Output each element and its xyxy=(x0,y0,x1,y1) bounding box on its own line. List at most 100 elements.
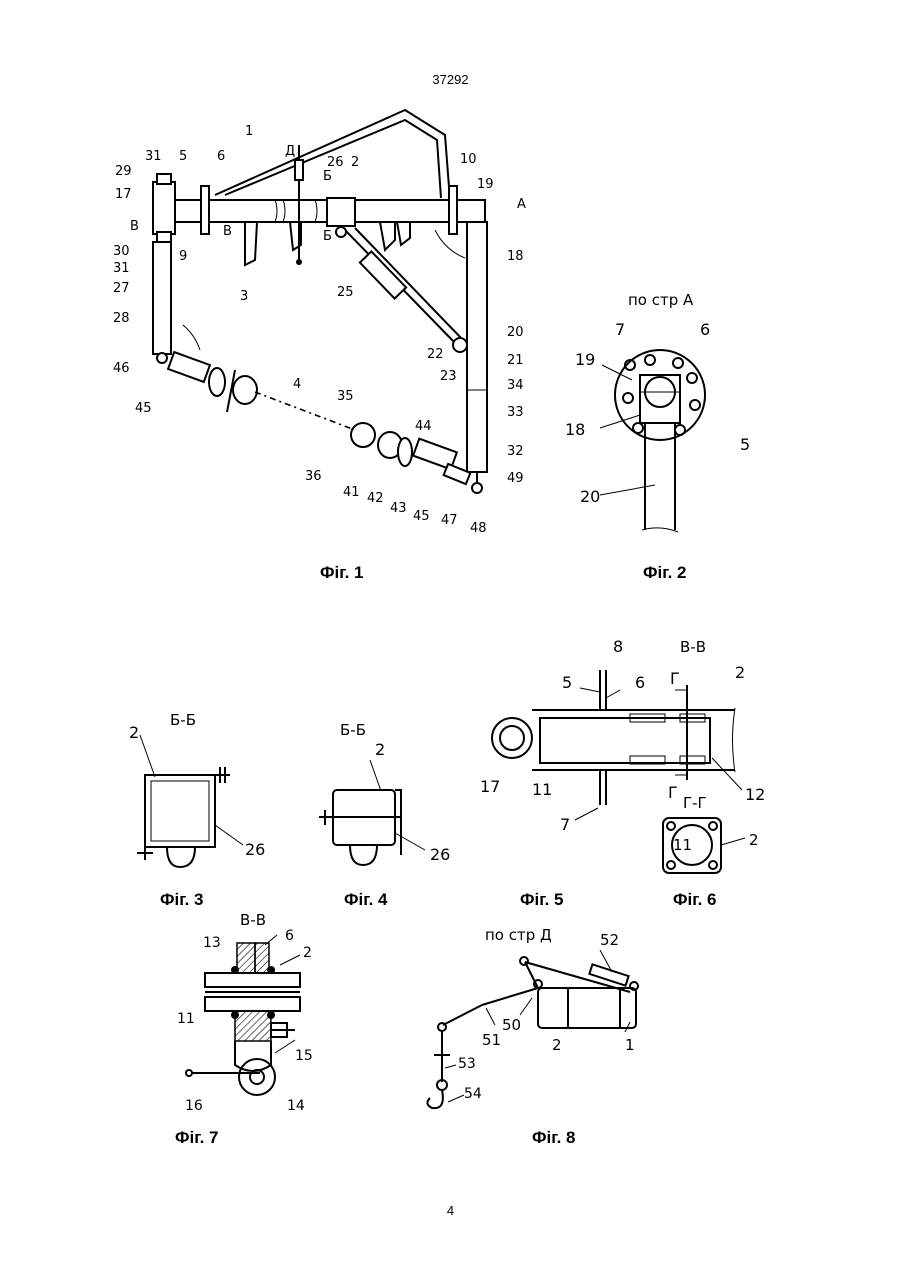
fig2-label-19: 19 xyxy=(575,350,595,369)
figure-6-caption: Фіг. 6 xyxy=(673,890,717,910)
figure-8-drawing: по стр Д 52 50 51 2 1 53 54 xyxy=(420,920,660,1125)
fig4-label-26: 26 xyxy=(430,845,450,864)
fig1-label-B1: Б xyxy=(323,169,332,184)
fig4-section-label: Б-Б xyxy=(340,721,366,739)
fig1-label-33: 33 xyxy=(507,405,524,420)
fig3-label-2: 2 xyxy=(129,723,139,742)
fig8-label-52: 52 xyxy=(600,931,619,949)
fig5-label-2: 2 xyxy=(735,663,745,682)
fig1-label-45b: 45 xyxy=(413,509,430,524)
fig5-label-11: 11 xyxy=(532,780,552,799)
fig2-label-7: 7 xyxy=(615,320,625,339)
fig1-label-41: 41 xyxy=(343,485,360,500)
fig1-label-43: 43 xyxy=(390,501,407,516)
fig7-label-14: 14 xyxy=(287,1098,305,1114)
fig3-section-label: Б-Б xyxy=(170,711,196,729)
fig5-label-7: 7 xyxy=(560,815,570,834)
fig1-label-1: 1 xyxy=(245,124,253,139)
fig5-label-8: 8 xyxy=(613,637,623,656)
fig2-view-label: по стр А xyxy=(628,291,694,309)
figure-4-caption: Фіг. 4 xyxy=(344,890,388,910)
fig1-label-3: 3 xyxy=(240,289,248,304)
fig1-label-29: 29 xyxy=(115,164,132,179)
figure-3-drawing: Б-Б 2 26 xyxy=(115,705,295,885)
fig1-label-A: А xyxy=(517,197,526,212)
figure-2-caption: Фіг. 2 xyxy=(643,563,687,583)
fig1-label-36: 36 xyxy=(305,469,322,484)
fig1-label-27: 27 xyxy=(113,281,130,296)
fig6-section-label: Г-Г xyxy=(683,794,707,812)
fig1-label-10: 10 xyxy=(460,152,477,167)
fig1-label-B2: Б xyxy=(323,229,332,244)
fig1-label-20: 20 xyxy=(507,325,524,340)
fig1-label-17: 17 xyxy=(115,187,132,202)
fig1-label-46: 46 xyxy=(113,361,130,376)
fig1-label-31a: 31 xyxy=(145,149,162,164)
fig1-label-47: 47 xyxy=(441,513,458,528)
fig5-label-17: 17 xyxy=(480,777,500,796)
patent-number-header: 37292 xyxy=(0,72,901,87)
fig7-label-13: 13 xyxy=(203,935,221,951)
fig1-label-18: 18 xyxy=(507,249,524,264)
fig8-label-53: 53 xyxy=(458,1056,476,1072)
fig5-label-5: 5 xyxy=(562,673,572,692)
figure-6-drawing: Г-Г 11 2 xyxy=(645,790,765,885)
fig8-view-label: по стр Д xyxy=(485,926,552,944)
fig1-label-22: 22 xyxy=(427,347,444,362)
fig2-label-5: 5 xyxy=(740,435,750,454)
fig7-label-2: 2 xyxy=(303,945,312,961)
fig4-label-2: 2 xyxy=(375,740,385,759)
fig8-label-51: 51 xyxy=(482,1031,501,1049)
fig1-label-44: 44 xyxy=(415,419,432,434)
fig1-label-28: 28 xyxy=(113,311,130,326)
fig1-label-32: 32 xyxy=(507,444,524,459)
fig8-label-1: 1 xyxy=(625,1036,635,1054)
fig6-label-11: 11 xyxy=(673,836,692,854)
fig2-label-20: 20 xyxy=(580,487,600,506)
fig7-section-label: В-В xyxy=(240,911,266,929)
fig1-label-42: 42 xyxy=(367,491,384,506)
fig1-label-2: 2 xyxy=(351,155,359,170)
fig7-label-6: 6 xyxy=(285,928,294,944)
fig8-label-54: 54 xyxy=(464,1086,482,1102)
fig1-label-35: 35 xyxy=(337,389,354,404)
fig1-label-21: 21 xyxy=(507,353,524,368)
fig5-label-G1: Г xyxy=(670,669,680,688)
fig1-label-19: 19 xyxy=(477,177,494,192)
fig3-label-26: 26 xyxy=(245,840,265,859)
fig1-label-4: 4 xyxy=(293,377,301,392)
figure-2-drawing: по стр А 7 6 19 18 5 20 xyxy=(560,280,770,545)
figure-4-drawing: Б-Б 2 26 xyxy=(305,705,480,885)
fig8-label-2: 2 xyxy=(552,1036,562,1054)
figure-7-drawing: В-В 13 6 2 11 15 16 14 xyxy=(175,905,335,1125)
fig2-label-6: 6 xyxy=(700,320,710,339)
figure-8-caption: Фіг. 8 xyxy=(532,1128,576,1148)
fig1-label-6: 6 xyxy=(217,149,225,164)
fig5-label-6: 6 xyxy=(635,673,645,692)
fig1-label-34: 34 xyxy=(507,378,524,393)
fig6-label-2: 2 xyxy=(749,831,759,849)
fig7-label-11: 11 xyxy=(177,1011,195,1027)
fig1-label-23: 23 xyxy=(440,369,457,384)
fig1-label-26: 26 xyxy=(327,155,344,170)
figure-1-caption: Фіг. 1 xyxy=(320,563,364,583)
fig5-section-label: В-В xyxy=(680,638,706,656)
fig1-label-45a: 45 xyxy=(135,401,152,416)
page-number-footer: 4 xyxy=(0,1203,901,1218)
figure-7-caption: Фіг. 7 xyxy=(175,1128,219,1148)
fig2-label-18: 18 xyxy=(565,420,585,439)
fig1-label-9: 9 xyxy=(179,249,187,264)
fig1-label-31b: 31 xyxy=(113,261,130,276)
figure-5-caption: Фіг. 5 xyxy=(520,890,564,910)
fig1-label-V1: В xyxy=(130,219,139,234)
fig8-label-50: 50 xyxy=(502,1016,521,1034)
fig1-label-30: 30 xyxy=(113,244,130,259)
fig1-label-49: 49 xyxy=(507,471,524,486)
fig1-label-5: 5 xyxy=(179,149,187,164)
fig7-label-15: 15 xyxy=(295,1048,313,1064)
fig1-label-Д: Д xyxy=(285,144,295,159)
fig7-label-16: 16 xyxy=(185,1098,203,1114)
figure-1-drawing: 1 Д 29 31 5 6 26 2 10 19 А 17 Б В В 9 Б … xyxy=(105,100,545,550)
fig1-label-25: 25 xyxy=(337,285,354,300)
fig1-label-48: 48 xyxy=(470,521,487,536)
